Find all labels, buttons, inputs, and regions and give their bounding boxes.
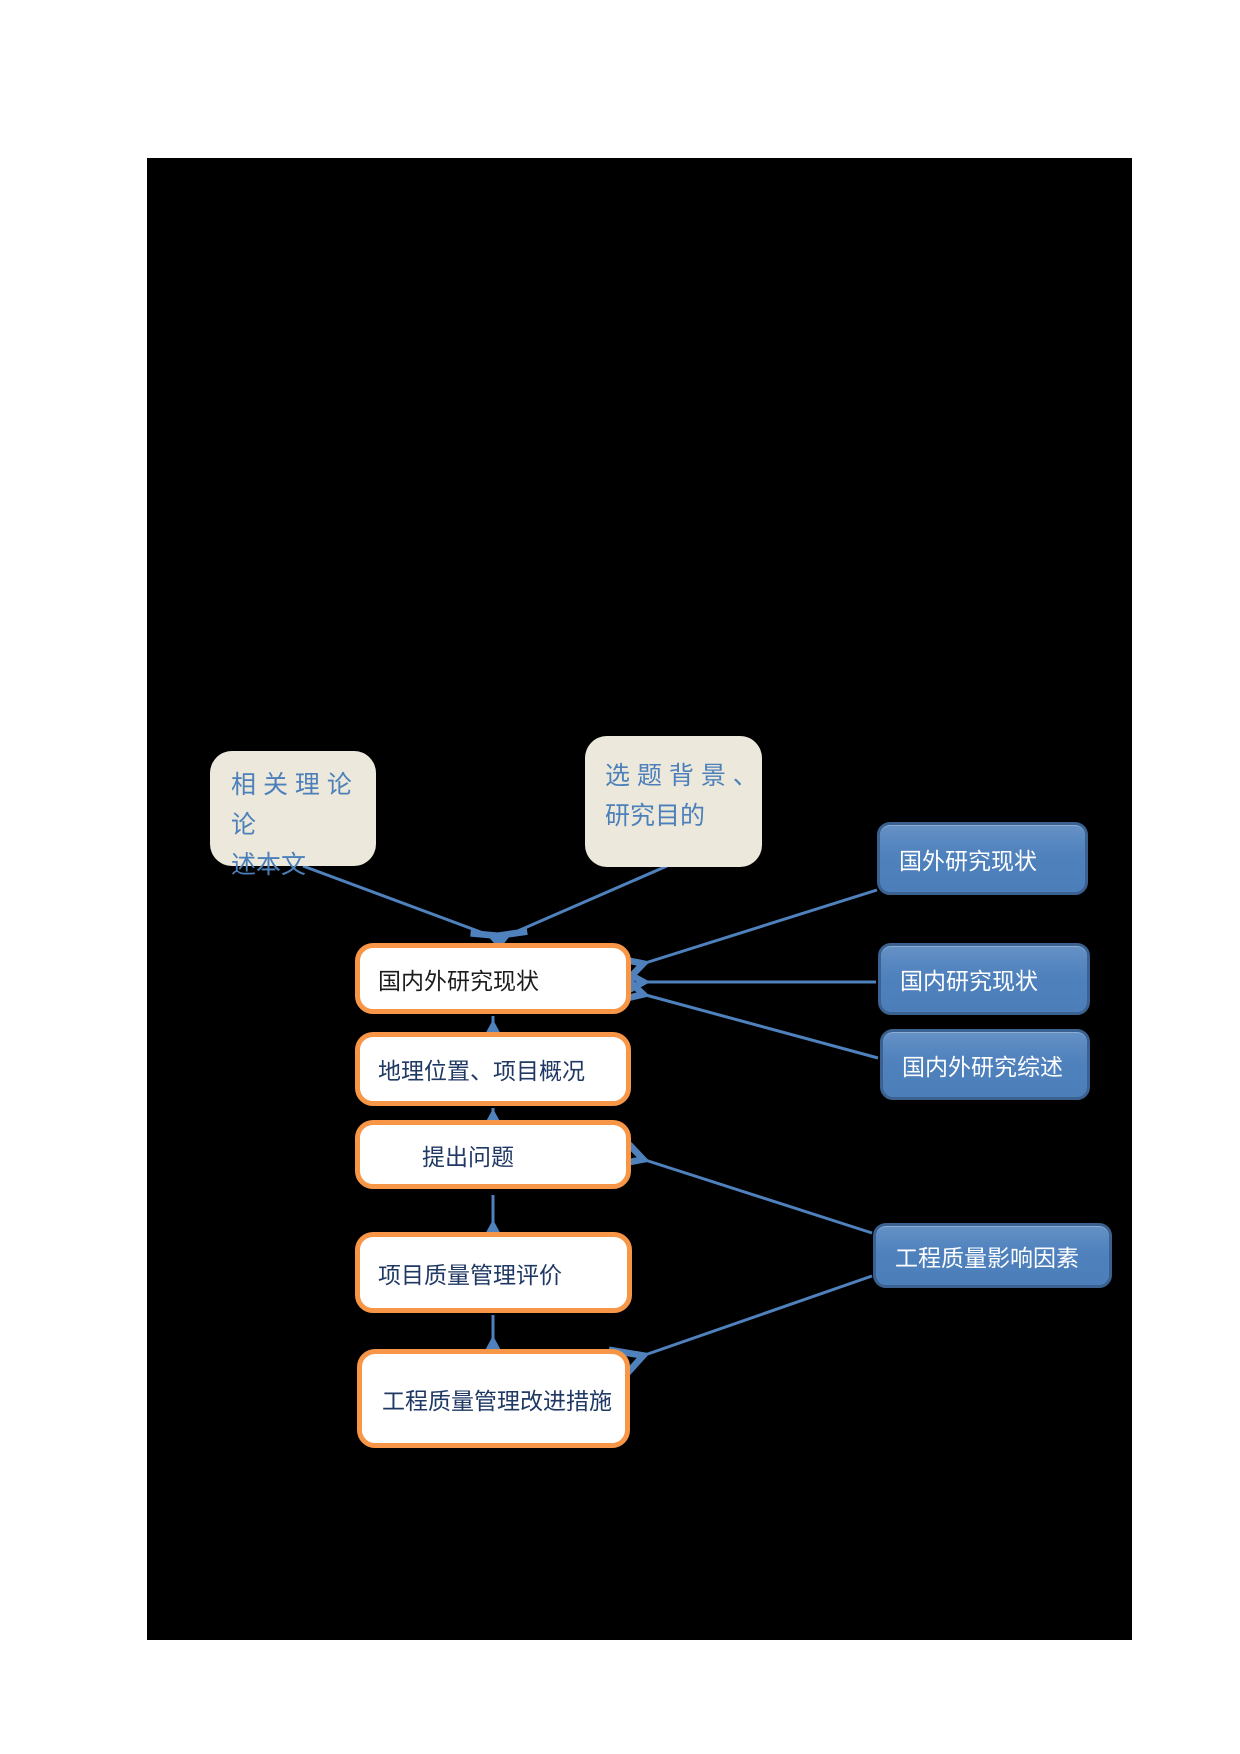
node-research-review: 国内外研究综述 xyxy=(880,1029,1090,1100)
node-foreign-research-label: 国外研究现状 xyxy=(899,847,1037,874)
blacked-out-region xyxy=(147,158,1132,1640)
node-domestic-research-label: 国内研究现状 xyxy=(900,968,1038,994)
node-location-overview: 地理位置、项目概况 xyxy=(355,1032,631,1106)
node-research-review-label: 国内外研究综述 xyxy=(902,1053,1063,1080)
node-related-theory-line1: 相 关 理 论 论 xyxy=(231,771,352,839)
node-quality-factors-label: 工程质量影响因素 xyxy=(895,1244,1079,1271)
node-raise-question: 提出问题 xyxy=(355,1120,631,1189)
node-research-status: 国内外研究现状 xyxy=(355,943,631,1014)
node-foreign-research: 国外研究现状 xyxy=(877,822,1088,895)
node-location-overview-label: 地理位置、项目概况 xyxy=(378,1058,585,1084)
node-topic-background-line2: 研究目的 xyxy=(605,802,706,830)
node-quality-evaluation: 项目质量管理评价 xyxy=(355,1232,632,1313)
node-domestic-research: 国内研究现状 xyxy=(878,943,1090,1015)
node-research-status-label: 国内外研究现状 xyxy=(378,967,539,994)
node-topic-background: 选 题 背 景 、 研究目的 xyxy=(585,736,762,867)
node-quality-evaluation-label: 项目质量管理评价 xyxy=(378,1261,562,1288)
node-related-theory-line2: 述本文 xyxy=(231,851,307,879)
node-raise-question-label: 提出问题 xyxy=(422,1143,514,1170)
node-improvement-measures: 工程质量管理改进措施 xyxy=(357,1349,630,1448)
node-related-theory: 相 关 理 论 论 述本文 xyxy=(210,751,376,879)
node-improvement-measures-label: 工程质量管理改进措施 xyxy=(382,1387,612,1414)
node-quality-factors: 工程质量影响因素 xyxy=(873,1223,1112,1288)
node-topic-background-line1: 选 题 背 景 、 xyxy=(605,762,758,790)
